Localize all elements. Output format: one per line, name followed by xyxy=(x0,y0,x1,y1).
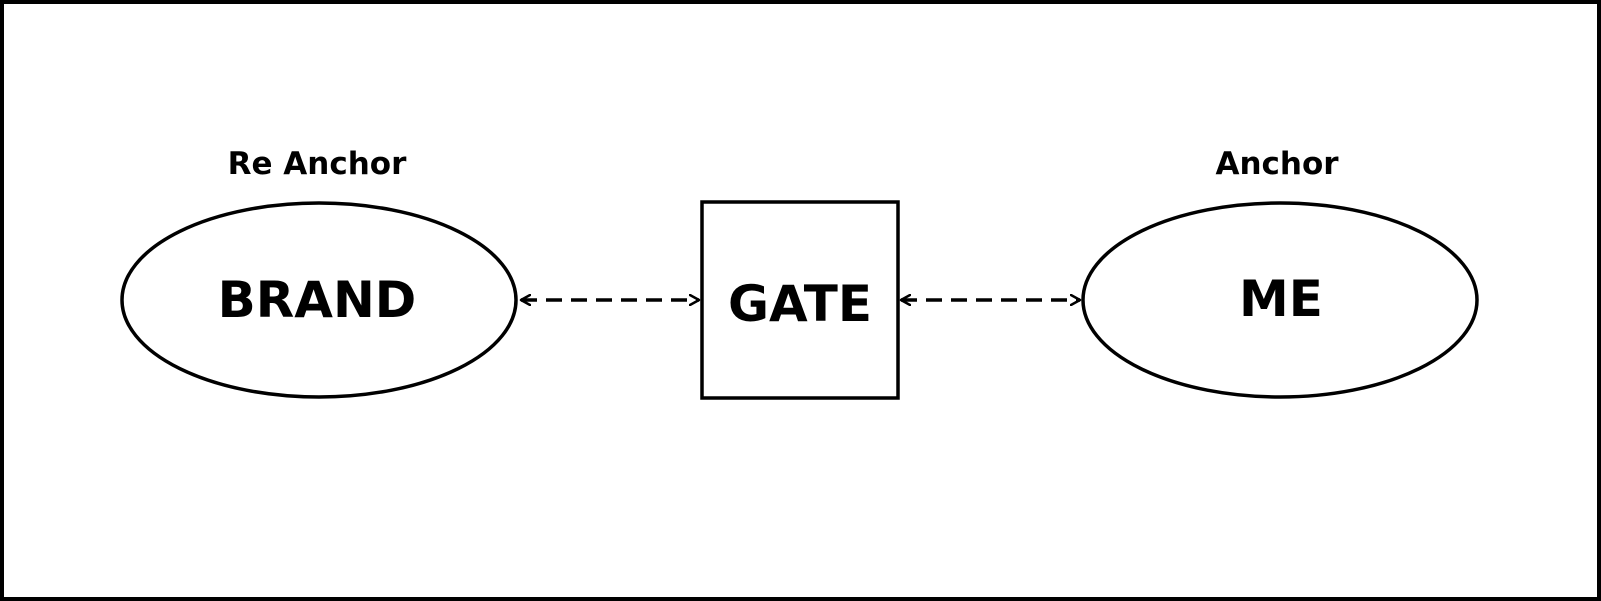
brand-node: BRAND xyxy=(120,201,518,399)
brand-label: BRAND xyxy=(218,271,417,329)
gate-node: GATE xyxy=(700,200,900,400)
me-ellipse xyxy=(1081,201,1479,399)
gate-box xyxy=(700,200,900,400)
me-label: ME xyxy=(1239,270,1323,328)
brand-caption: Re Anchor xyxy=(228,146,407,182)
brand-ellipse xyxy=(120,201,518,399)
me-caption: Anchor xyxy=(1215,146,1339,182)
me-node: ME xyxy=(1081,201,1479,399)
gate-label: GATE xyxy=(728,275,872,333)
